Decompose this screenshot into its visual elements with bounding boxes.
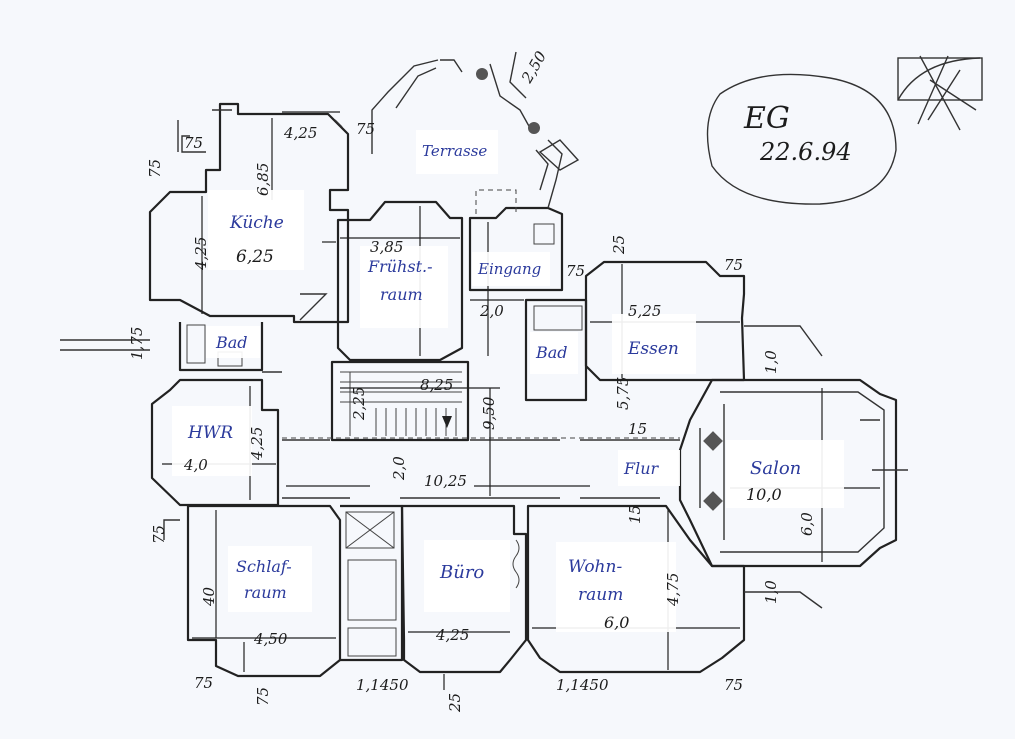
note-wohn <box>556 542 676 632</box>
dim-label: 6,85 <box>254 163 272 196</box>
room-salon-name: Salon <box>750 458 801 479</box>
note-fruehstueck <box>360 246 448 328</box>
dim-label: 5,25 <box>628 302 661 320</box>
dim-label: 75 <box>194 674 213 692</box>
dim-label: 4,25 <box>283 124 317 142</box>
note-buero <box>424 540 510 612</box>
dim-label: 4,25 <box>435 626 469 644</box>
room-kueche-size: 6,25 <box>236 247 274 267</box>
dim-label: 75 <box>150 525 168 544</box>
dim-label: 8,25 <box>420 376 453 394</box>
dim-label: 25 <box>446 693 464 713</box>
note-kueche <box>208 190 304 270</box>
room-wohn-name1: Wohn- <box>568 557 622 577</box>
dim-label: 15 <box>628 420 647 438</box>
room-flur-name: Flur <box>623 459 660 478</box>
dim-label: 1,75 <box>128 327 146 360</box>
note-hwr <box>172 406 252 476</box>
dim-label: 40 <box>200 586 218 607</box>
room-wohn-size: 6,0 <box>604 613 629 632</box>
room-buero-name: Büro <box>439 562 484 583</box>
dim-label: 4,50 <box>253 630 288 648</box>
room-terrasse-name: Terrasse <box>422 142 487 160</box>
note-eingang <box>472 252 550 286</box>
dim-label: 1,0 <box>762 580 780 604</box>
room-fruehstueck-name1: Frühst.- <box>367 257 433 276</box>
north-arrow-sketch <box>897 55 983 131</box>
room-hwr-name: HWR <box>187 423 233 443</box>
room-salon-size: 10,0 <box>746 485 782 504</box>
dim-label: 4,0 <box>183 456 208 474</box>
dim-label: 9,50 <box>480 396 498 430</box>
note-essen <box>612 314 696 374</box>
room-eingang-name: Eingang <box>477 260 541 278</box>
dim-label: 4,75 <box>664 573 682 607</box>
dim-label: 2,0 <box>479 302 504 320</box>
dim-label: 75 <box>356 120 375 138</box>
room-essen-name: Essen <box>627 339 679 359</box>
room-schlaf-name2: raum <box>244 583 287 602</box>
dimension-labels: 75 4,25 75 75 6,85 4,25 3,85 2,50 25 1,7… <box>128 48 816 713</box>
dim-label: 10,25 <box>424 472 467 490</box>
dim-label: 75 <box>254 687 272 706</box>
dim-label: 5,75 <box>614 377 632 410</box>
dim-label: 2,0 <box>390 456 408 481</box>
room-wohn-name2: raum <box>578 585 623 605</box>
walls <box>60 51 908 678</box>
room-schlaf-name1: Schlaf- <box>236 557 292 576</box>
dim-label: 75 <box>566 262 585 280</box>
room-bad2-name: Bad <box>535 343 568 362</box>
dim-label: 3,85 <box>370 238 403 256</box>
stamp-date: 22.6.94 <box>759 138 852 166</box>
room-bad1-name: Bad <box>215 333 248 352</box>
stamp-level: EG <box>743 101 790 136</box>
dim-label: 75 <box>724 256 743 274</box>
note-salon <box>726 440 844 508</box>
dim-label: 2,25 <box>350 387 368 421</box>
room-kueche-name: Küche <box>229 213 284 233</box>
dim-label: 25 <box>610 235 628 255</box>
dim-label: 1,1450 <box>356 676 409 694</box>
dim-label: 6,0 <box>798 512 816 536</box>
room-fruehstueck-name2: raum <box>380 285 423 304</box>
note-bad2 <box>530 332 578 374</box>
note-schlaf <box>228 546 312 612</box>
dim-label: 75 <box>146 159 164 178</box>
dim-label: 75 <box>184 134 203 152</box>
date-stamp-circle <box>706 73 897 205</box>
dim-label: 15 <box>626 505 644 524</box>
dim-label: 75 <box>724 676 743 694</box>
dim-label: 4,25 <box>192 237 210 271</box>
dim-label: 1,0 <box>762 350 780 374</box>
note-flur <box>618 450 680 486</box>
note-bad1 <box>206 326 260 358</box>
note-terrasse <box>416 130 498 174</box>
dim-label: 1,1450 <box>556 676 609 694</box>
dim-label: 4,25 <box>248 427 266 461</box>
